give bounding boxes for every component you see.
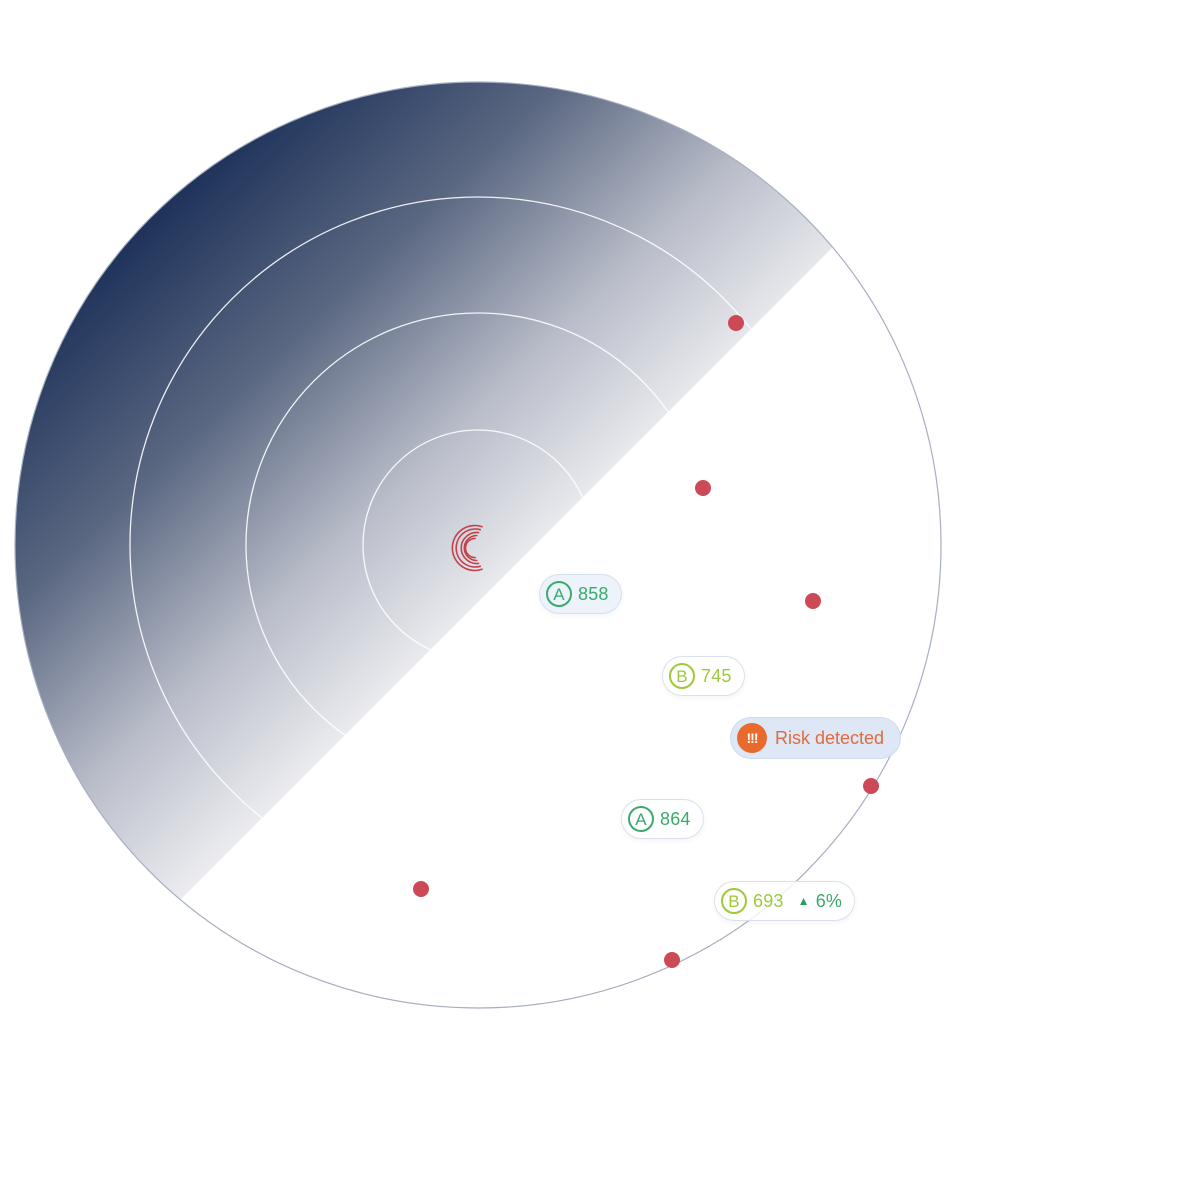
radar-outline <box>14 81 942 1009</box>
radar-blip <box>728 315 744 331</box>
grade-b-badge-icon: B <box>721 888 747 914</box>
triangle-up-icon: ▲ <box>797 894 810 908</box>
score-pill-b-693: B 693 ▲ 6% <box>714 881 856 921</box>
trend-indicator: ▲ 6% <box>798 891 843 912</box>
grade-a-badge-icon: A <box>628 806 654 832</box>
radar-blip <box>805 593 821 609</box>
score-pill-b-745: B 745 <box>662 656 745 696</box>
score-pill-a-858: A 858 <box>539 574 622 614</box>
grade-a-badge-icon: A <box>546 581 572 607</box>
score-pill-a-864: A 864 <box>621 799 704 839</box>
grade-b-badge-icon: B <box>669 663 695 689</box>
radar-blip <box>413 881 429 897</box>
trend-value: 6% <box>815 890 843 911</box>
score-value: 858 <box>578 583 609 604</box>
score-value: 693 <box>753 890 784 911</box>
risk-label: Risk detected <box>775 727 885 748</box>
score-value: 745 <box>701 665 732 686</box>
concentric-c-logo-icon <box>451 524 483 572</box>
score-value: 864 <box>660 808 691 829</box>
radar-blip <box>664 952 680 968</box>
risk-detected-badge: !!! Risk detected <box>730 717 902 759</box>
exclamation-alert-icon: !!! <box>737 723 767 753</box>
radar-blip <box>863 778 879 794</box>
radar-blip <box>695 480 711 496</box>
